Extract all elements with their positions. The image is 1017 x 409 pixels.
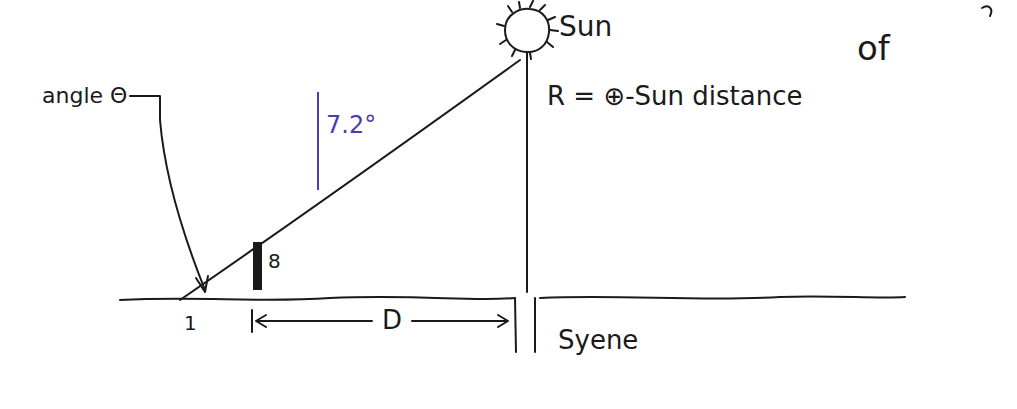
d-arrow-left xyxy=(256,315,372,327)
distance-label: R = ⊕-Sun distance xyxy=(545,82,804,111)
distance-d: D xyxy=(380,306,404,335)
note-fragment: of xyxy=(855,30,892,67)
gnomon xyxy=(253,242,262,290)
sun-rays xyxy=(497,1,558,59)
angle-pointer xyxy=(130,96,205,290)
well xyxy=(515,298,535,352)
d-tick xyxy=(251,310,253,332)
corner-mark xyxy=(982,6,991,16)
ground-number: 1 xyxy=(182,312,199,334)
sun-ray-line xyxy=(180,60,520,300)
sun-label: Sun xyxy=(557,12,614,43)
ground-line xyxy=(120,296,905,300)
angle-pointer-head xyxy=(196,276,208,292)
sun-vertical-line xyxy=(526,53,528,292)
gnomon-number: 8 xyxy=(266,250,283,272)
d-arrow-right xyxy=(412,315,508,327)
place-label: Syene xyxy=(556,326,640,355)
angle-value: 7.2° xyxy=(324,112,378,138)
angle-label: angle Θ xyxy=(40,84,129,108)
blue-vertical xyxy=(317,92,319,190)
sun-disc xyxy=(505,9,549,52)
